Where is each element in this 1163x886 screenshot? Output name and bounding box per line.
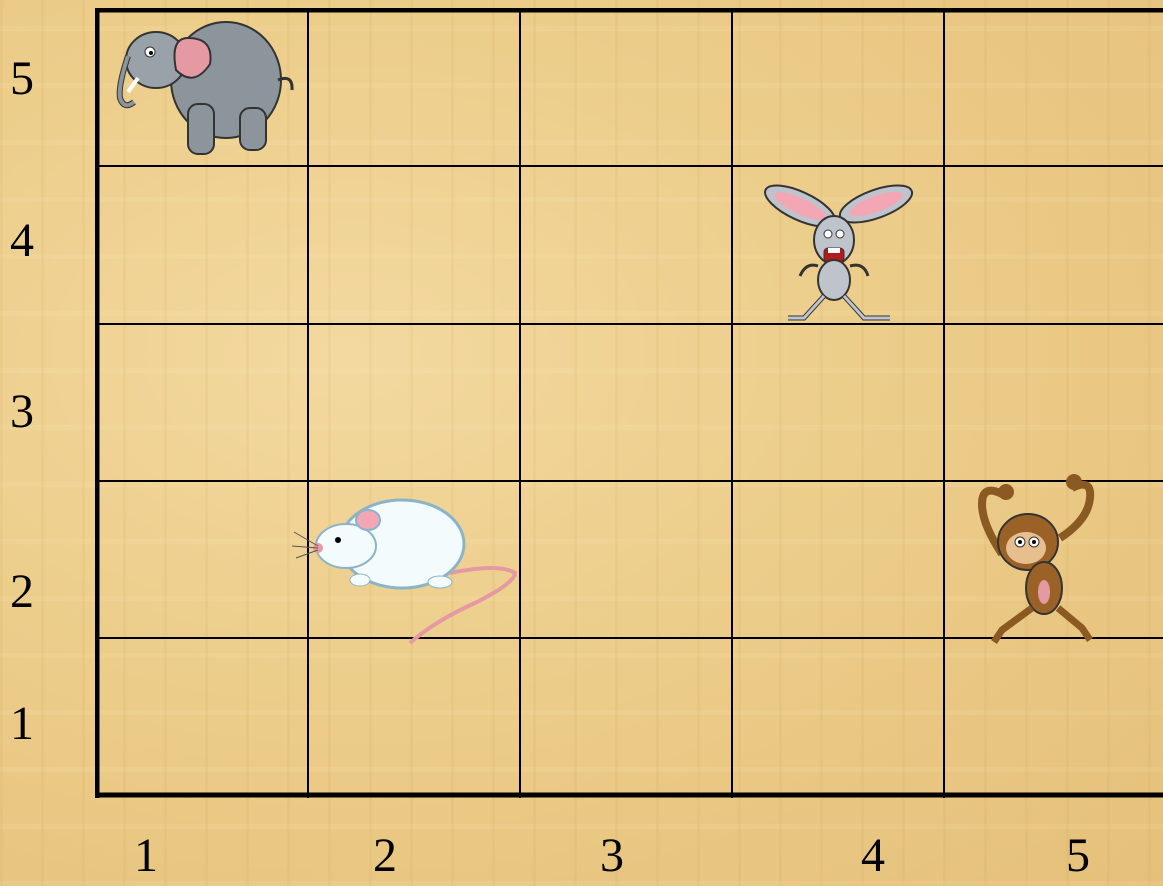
mouse-piece[interactable] — [290, 488, 525, 648]
y-label-2: 2 — [10, 568, 34, 616]
y-label-5: 5 — [10, 55, 34, 103]
monkey-piece[interactable] — [962, 462, 1112, 644]
rabbit-piece[interactable] — [758, 172, 918, 332]
x-label-5: 5 — [1066, 832, 1090, 880]
x-label-3: 3 — [600, 832, 624, 880]
x-label-2: 2 — [373, 832, 397, 880]
x-label-1: 1 — [134, 832, 158, 880]
elephant-piece[interactable] — [108, 8, 298, 164]
y-label-1: 1 — [10, 700, 34, 748]
y-label-4: 4 — [10, 217, 34, 265]
y-label-3: 3 — [10, 388, 34, 436]
x-label-4: 4 — [861, 832, 885, 880]
